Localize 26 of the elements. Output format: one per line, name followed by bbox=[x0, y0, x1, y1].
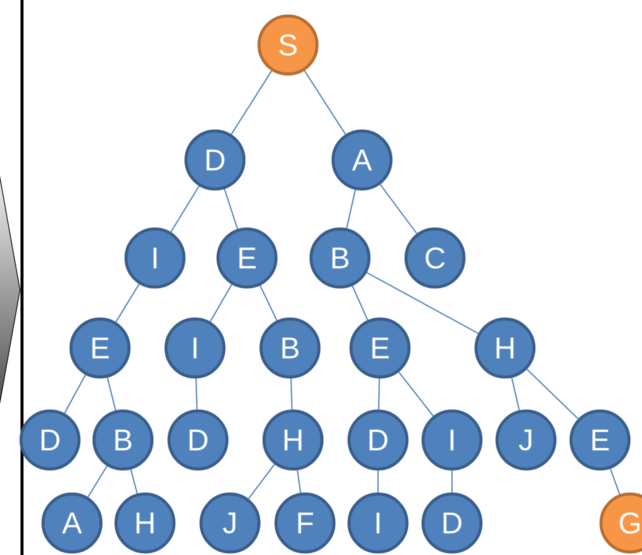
connector-line bbox=[511, 378, 520, 410]
connector-line bbox=[296, 470, 302, 493]
connector-line bbox=[170, 186, 200, 232]
connector-line bbox=[224, 188, 238, 230]
connector-line bbox=[526, 368, 579, 420]
connector-line bbox=[304, 70, 346, 135]
connector-line bbox=[248, 464, 276, 500]
connector-line bbox=[290, 378, 293, 410]
connector-line bbox=[130, 469, 138, 494]
connector-line bbox=[115, 284, 140, 322]
connector-line bbox=[230, 70, 272, 135]
connector-line bbox=[106, 377, 116, 411]
connector-line bbox=[352, 286, 368, 320]
connector-line bbox=[210, 284, 232, 322]
connector-line bbox=[380, 184, 418, 234]
connector-line bbox=[64, 374, 86, 414]
connector-line bbox=[87, 466, 108, 498]
connector-line bbox=[610, 468, 620, 495]
connector-line bbox=[377, 470, 379, 492]
connector-line bbox=[398, 372, 434, 416]
connector-line bbox=[378, 378, 380, 410]
connector-line bbox=[260, 285, 278, 321]
connector-line bbox=[366, 272, 479, 334]
connector-line bbox=[451, 470, 453, 492]
connector-line bbox=[346, 190, 356, 228]
connector-line bbox=[195, 378, 198, 410]
